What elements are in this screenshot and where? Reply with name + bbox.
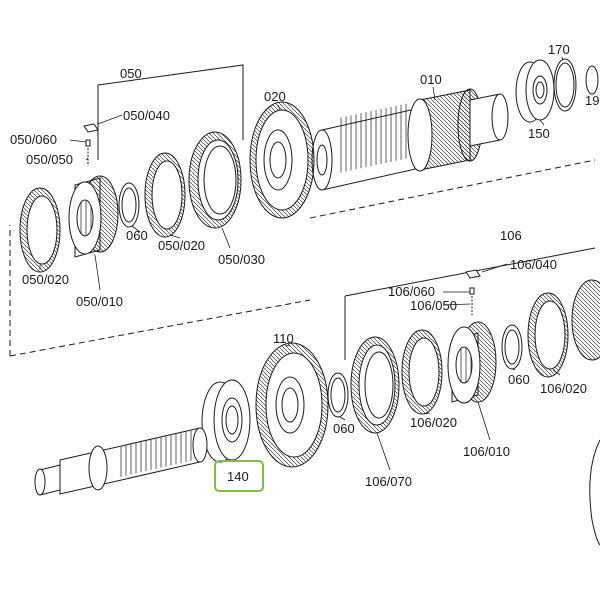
shaft-lower: [34, 427, 208, 496]
partial-part-bottom-right: [589, 439, 600, 546]
sleeve-partial-right: [571, 279, 600, 361]
label-060a: 060: [126, 228, 148, 243]
label-050-030: 050/030: [218, 252, 265, 267]
label-050-050: 050/050: [26, 152, 73, 167]
label-140: 140: [227, 469, 249, 484]
circlip-060a: [118, 182, 140, 228]
synchro-ring-106-020a: [401, 329, 443, 415]
sleeve-050-010: [68, 175, 119, 258]
label-050: 050: [120, 66, 142, 81]
label-106: 106: [500, 228, 522, 243]
label-106-020a: 106/020: [410, 415, 457, 430]
label-106-070: 106/070: [365, 474, 412, 489]
label-050-020a: 050/020: [22, 272, 69, 287]
leader-lines: [39, 56, 564, 471]
label-106-050: 106/050: [410, 298, 457, 313]
group-050-bracket: [9, 64, 311, 357]
shaft-010: [311, 88, 509, 191]
label-150: 150: [528, 126, 550, 141]
synchro-ring-106-020b: [527, 292, 569, 378]
circlip-060b: [327, 372, 349, 418]
synchro-ring-106-070: [350, 336, 400, 434]
synchro-ring-050-030: [188, 131, 242, 229]
gear-020: [249, 101, 315, 219]
label-19: 19: [585, 93, 599, 108]
circlip-170: [553, 58, 577, 112]
label-106-020b: 106/020: [540, 381, 587, 396]
label-110: 110: [273, 331, 294, 346]
label-050-010: 050/010: [76, 294, 123, 309]
label-010: 010: [420, 72, 442, 87]
label-020: 020: [264, 89, 286, 104]
synchro-ring-050-020a: [19, 187, 61, 273]
label-106-040: 106/040: [510, 257, 557, 272]
circlip-060c: [501, 324, 523, 370]
label-060b: 060: [333, 421, 355, 436]
part-labels: 050 050/040 050/060 050/050 050/020 050/…: [10, 42, 599, 489]
detent-parts-050: [83, 123, 99, 166]
circlip-19: [585, 65, 599, 95]
synchro-ring-050-020b: [144, 152, 186, 238]
sleeve-106-010: [447, 321, 497, 404]
label-106-060: 106/060: [388, 284, 435, 299]
bearing-140: [201, 379, 251, 463]
detent-parts-106: [465, 269, 481, 316]
highlight-box-140: [214, 460, 264, 492]
label-050-060: 050/060: [10, 132, 57, 147]
label-060c: 060: [508, 372, 530, 387]
label-050-020b: 050/020: [158, 238, 205, 253]
gear-110: [255, 342, 329, 468]
label-170: 170: [548, 42, 570, 57]
label-106-010: 106/010: [463, 444, 510, 459]
bearing-150: [515, 59, 555, 123]
label-050-040: 050/040: [123, 108, 170, 123]
